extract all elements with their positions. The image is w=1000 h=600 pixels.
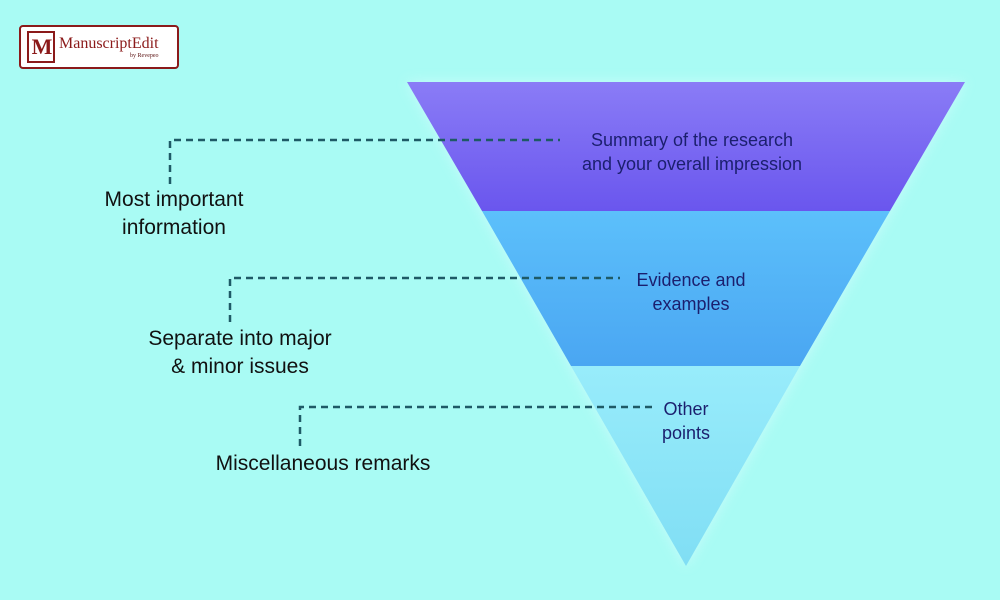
brand-logo: M ManuscriptEdit by Revepeo	[19, 25, 179, 69]
funnel-label-1: Summary of the research and your overall…	[532, 128, 852, 176]
funnel-label-3-line2: points	[661, 423, 711, 443]
logo-subtitle: by Revepeo	[130, 52, 159, 59]
funnel-label-1-line1: Summary of the research	[590, 130, 794, 150]
funnel-segment-top	[407, 82, 965, 211]
left-label-2-line2: & minor issues	[171, 355, 309, 378]
left-label-1-line1: Most important	[104, 188, 244, 211]
connector-line-1	[168, 138, 560, 184]
funnel-label-2: Evidence and examples	[591, 268, 791, 316]
left-label-1: Most important information	[64, 186, 284, 242]
funnel-label-2-line2: examples	[652, 294, 730, 314]
funnel-label-2-line1: Evidence and	[636, 270, 746, 290]
left-label-3: Miscellaneous remarks	[173, 450, 473, 478]
logo-name: ManuscriptEdit	[59, 34, 159, 52]
funnel-segment-middle	[482, 211, 890, 366]
logo-text: ManuscriptEdit by Revepeo	[59, 34, 159, 59]
left-label-2: Separate into major & minor issues	[110, 325, 370, 381]
logo-mark-icon: M	[27, 31, 55, 63]
left-label-3-line1: Miscellaneous remarks	[215, 452, 431, 475]
funnel-label-3-line1: Other	[663, 399, 709, 419]
funnel-label-1-line2: and your overall impression	[581, 154, 803, 174]
connector-line-3	[298, 405, 652, 446]
left-label-1-line2: information	[122, 216, 226, 239]
connector-line-2	[228, 276, 620, 322]
left-label-2-line1: Separate into major	[148, 327, 332, 350]
funnel-segment-bottom	[571, 366, 800, 566]
funnel-label-3: Other points	[626, 397, 746, 445]
